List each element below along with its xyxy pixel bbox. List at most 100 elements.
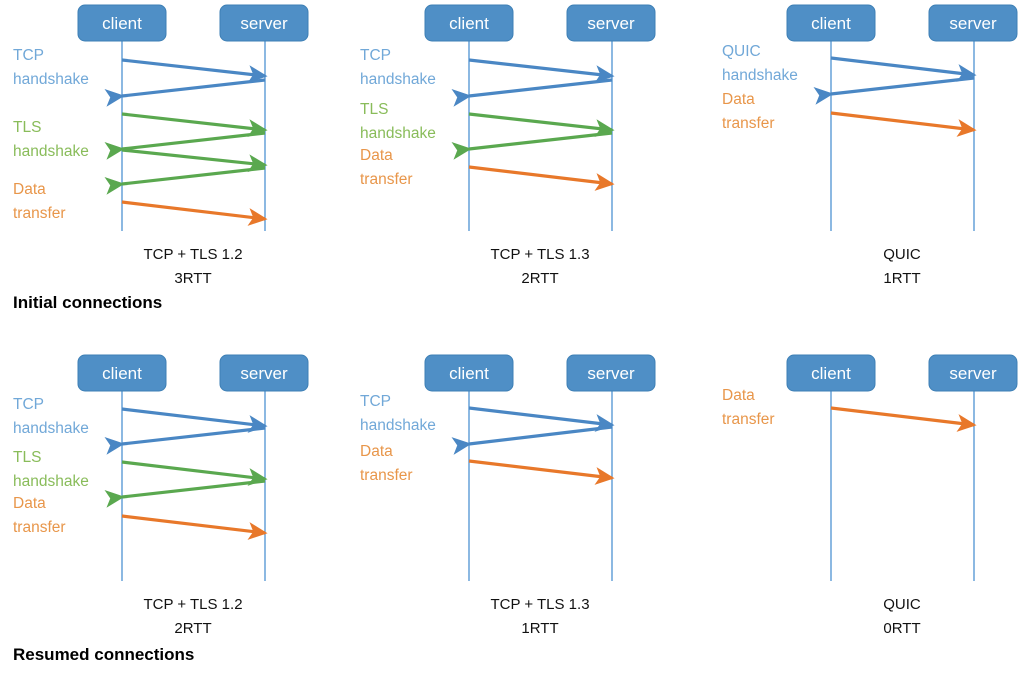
- panel-caption-protocol: TCP + TLS 1.3: [490, 246, 589, 263]
- step-label-data-transfer: Data transfer: [13, 495, 66, 536]
- endpoint-label-server: server: [587, 14, 635, 33]
- endpoint-box-rect-client[interactable]: [77, 354, 167, 392]
- endpoint-box-server[interactable]: server: [566, 4, 656, 42]
- endpoint-box-rect-client[interactable]: [424, 354, 514, 392]
- endpoint-box-client[interactable]: client: [424, 4, 514, 42]
- step-label-line: QUIC: [722, 43, 761, 60]
- endpoint-box-rect-server[interactable]: [928, 4, 1018, 42]
- panel-initial-tcp-tls13: client serverTCPhandshakeTLShandshakeData…: [360, 4, 656, 287]
- arrow-tcp-synack: [104, 426, 266, 455]
- endpoint-box-server[interactable]: server: [219, 354, 309, 392]
- endpoint-box-server[interactable]: server: [928, 354, 1018, 392]
- arrow-quic-initial: [830, 56, 977, 82]
- endpoint-box-client[interactable]: client: [786, 354, 876, 392]
- arrow-data: [121, 514, 268, 540]
- step-label-line: Data: [13, 495, 46, 512]
- endpoint-box-client[interactable]: client: [77, 4, 167, 42]
- endpoint-box-rect-server[interactable]: [219, 4, 309, 42]
- step-label-line: transfer: [722, 115, 775, 132]
- arrow-tcp-synack: [104, 78, 266, 107]
- panel-caption-protocol: TCP + TLS 1.2: [143, 246, 242, 263]
- arrow-quic-response: [813, 76, 975, 105]
- arrow-tcp-syn: [121, 407, 268, 433]
- step-label-line: handshake: [13, 420, 89, 437]
- endpoint-box-rect-server[interactable]: [928, 354, 1018, 392]
- endpoint-box-client[interactable]: client: [786, 4, 876, 42]
- endpoint-label-server: server: [240, 364, 288, 383]
- endpoint-label-client: client: [811, 364, 851, 383]
- endpoint-label-client: client: [102, 364, 142, 383]
- endpoint-box-rect-client[interactable]: [424, 4, 514, 42]
- step-label-line: handshake: [360, 417, 436, 434]
- panel-caption-protocol: TCP + TLS 1.3: [490, 596, 589, 613]
- step-label-line: handshake: [722, 67, 798, 84]
- endpoint-label-client: client: [449, 14, 489, 33]
- step-label-line: Data: [360, 443, 393, 460]
- endpoint-label-client: client: [102, 14, 142, 33]
- endpoint-box-server[interactable]: server: [928, 4, 1018, 42]
- arrow-tls-clienthello: [468, 112, 615, 138]
- panel-caption-rtt: 2RTT: [521, 270, 558, 287]
- panel-caption-protocol: QUIC: [883, 596, 921, 613]
- arrow-tls-clienthello: [121, 460, 268, 486]
- step-label-quic-handshake: QUIC handshake: [722, 43, 798, 84]
- panel-caption-rtt: 0RTT: [883, 620, 920, 637]
- panel-caption-protocol: QUIC: [883, 246, 921, 263]
- endpoint-box-client[interactable]: client: [77, 354, 167, 392]
- step-label-tcp-handshake: TCP handshake: [360, 393, 436, 434]
- step-label-line: transfer: [360, 171, 413, 188]
- arrow-tls-clienthello: [121, 112, 268, 138]
- step-label-line: TCP: [360, 393, 391, 410]
- arrow-tcp-syn: [468, 406, 615, 432]
- endpoint-label-client: client: [811, 14, 851, 33]
- step-label-tls-handshake: TLS handshake: [13, 119, 89, 160]
- arrow-tcp-synack: [451, 78, 613, 107]
- endpoint-box-rect-client[interactable]: [786, 4, 876, 42]
- arrow-tls-finished: [104, 166, 266, 195]
- step-label-line: Data: [722, 387, 755, 404]
- endpoint-label-server: server: [949, 14, 997, 33]
- step-label-line: handshake: [13, 143, 89, 160]
- step-label-line: TCP: [13, 47, 44, 64]
- endpoint-label-server: server: [949, 364, 997, 383]
- arrow-tls-keyexchange: [121, 148, 268, 173]
- endpoint-box-server[interactable]: server: [566, 354, 656, 392]
- endpoint-box-rect-client[interactable]: [786, 354, 876, 392]
- arrow-tcp-syn: [468, 58, 615, 84]
- endpoint-box-client[interactable]: client: [424, 354, 514, 392]
- arrow-data: [468, 459, 615, 485]
- endpoint-box-server[interactable]: server: [219, 4, 309, 42]
- arrow-data: [121, 200, 268, 226]
- step-label-line: transfer: [13, 519, 66, 536]
- endpoint-box-rect-server[interactable]: [566, 4, 656, 42]
- step-label-line: TLS: [13, 449, 41, 466]
- arrow-tcp-synack: [451, 425, 613, 455]
- step-label-line: transfer: [722, 411, 775, 428]
- panel-caption-rtt: 1RTT: [521, 620, 558, 637]
- panel-caption-rtt: 2RTT: [174, 620, 211, 637]
- step-label-line: TLS: [13, 119, 41, 136]
- endpoint-label-client: client: [449, 364, 489, 383]
- step-label-data-transfer: Data transfer: [360, 443, 413, 484]
- step-label-data-transfer: Data transfer: [360, 147, 413, 188]
- endpoint-box-rect-server[interactable]: [219, 354, 309, 392]
- endpoint-box-rect-server[interactable]: [566, 354, 656, 392]
- step-label-data-transfer: Data transfer: [722, 387, 775, 428]
- endpoint-box-rect-client[interactable]: [77, 4, 167, 42]
- step-label-line: handshake: [13, 473, 89, 490]
- step-label-line: Data: [360, 147, 393, 164]
- step-label-line: transfer: [13, 205, 66, 222]
- step-label-line: transfer: [360, 467, 413, 484]
- endpoint-label-server: server: [240, 14, 288, 33]
